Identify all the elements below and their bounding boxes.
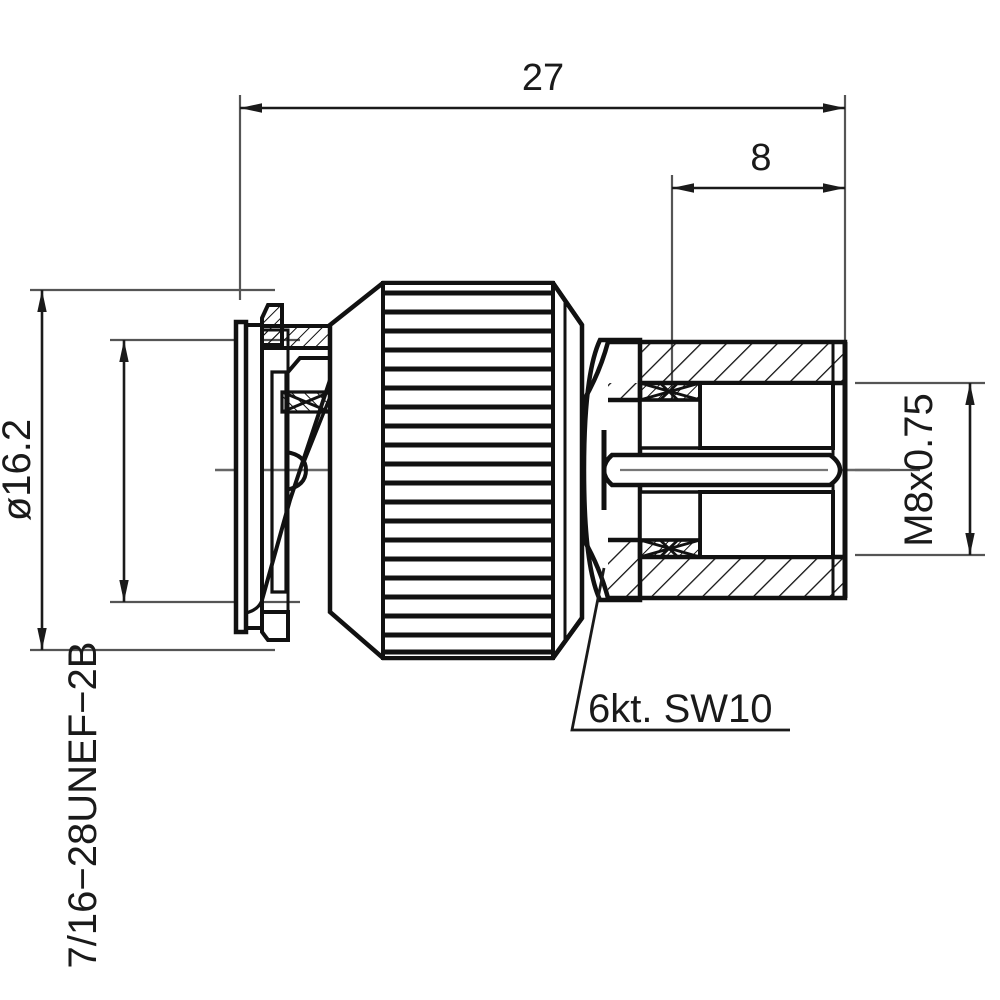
coupling-nut-front — [233, 303, 343, 642]
hex-chamfer-arc-lower — [582, 538, 611, 599]
callout-rear-thread: M8x0.75 — [897, 383, 975, 555]
rear-thread-label: M8x0.75 — [897, 393, 941, 546]
collar-front-rim — [233, 319, 249, 635]
collar-sleeve — [270, 370, 288, 594]
bore-cavity-upper — [698, 381, 835, 450]
dimension-8: 8 — [672, 137, 845, 193]
callout-hex-size: 6kt. SW10 — [570, 567, 790, 732]
dimension-8-label: 8 — [750, 137, 771, 179]
callout-front-thread: 7/16−28UNEF−2B — [61, 340, 129, 969]
rear-threaded-shank — [601, 339, 848, 601]
hex-callout-label: 6kt. SW10 — [588, 687, 773, 731]
dimension-diameter-label: ø16.2 — [0, 419, 39, 521]
knurled-body — [327, 280, 585, 661]
hex-chamfer-arc-upper — [582, 341, 611, 402]
dimension-27-label: 27 — [522, 57, 564, 99]
collar-detent-bead — [285, 450, 309, 492]
insulator-crosshatch-upper — [639, 381, 701, 402]
knurl-grooves — [384, 290, 552, 655]
knurl-right-chamfer — [551, 281, 584, 660]
inner-shoulder-lower — [638, 490, 702, 542]
shank-lower-hatch-fill — [608, 540, 845, 598]
collar-section-diagonal-inner — [302, 391, 334, 463]
dimension-27: 27 — [240, 57, 845, 113]
hex-callout-leader — [570, 567, 790, 732]
inner-shoulder-upper — [638, 398, 702, 450]
shank-upper-hatch-fill — [608, 342, 845, 400]
bore-cavity-lower — [698, 490, 835, 559]
insulator-crosshatch-lower — [639, 538, 701, 559]
knurl-field — [381, 281, 555, 660]
front-thread-label: 7/16−28UNEF−2B — [61, 642, 105, 969]
collar-bottom-lip — [260, 610, 290, 642]
dimension-diameter-16-2: ø16.2 — [0, 290, 47, 650]
